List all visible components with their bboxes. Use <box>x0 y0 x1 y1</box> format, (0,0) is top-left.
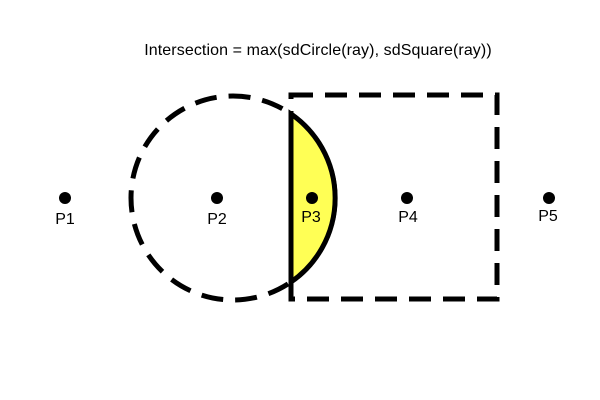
point-p3-marker <box>306 192 318 204</box>
point-p2-marker <box>211 192 223 204</box>
point-p1-label: P1 <box>55 211 75 228</box>
point-p2-label: P2 <box>207 211 227 228</box>
point-p5-marker <box>543 192 555 204</box>
point-p5-label: P5 <box>538 208 558 225</box>
point-p3-label: P3 <box>301 209 321 226</box>
diagram-title: Intersection = max(sdCircle(ray), sdSqua… <box>144 42 492 59</box>
point-p1-marker <box>59 192 71 204</box>
point-p4-label: P4 <box>398 209 418 226</box>
point-p4-marker <box>401 192 413 204</box>
